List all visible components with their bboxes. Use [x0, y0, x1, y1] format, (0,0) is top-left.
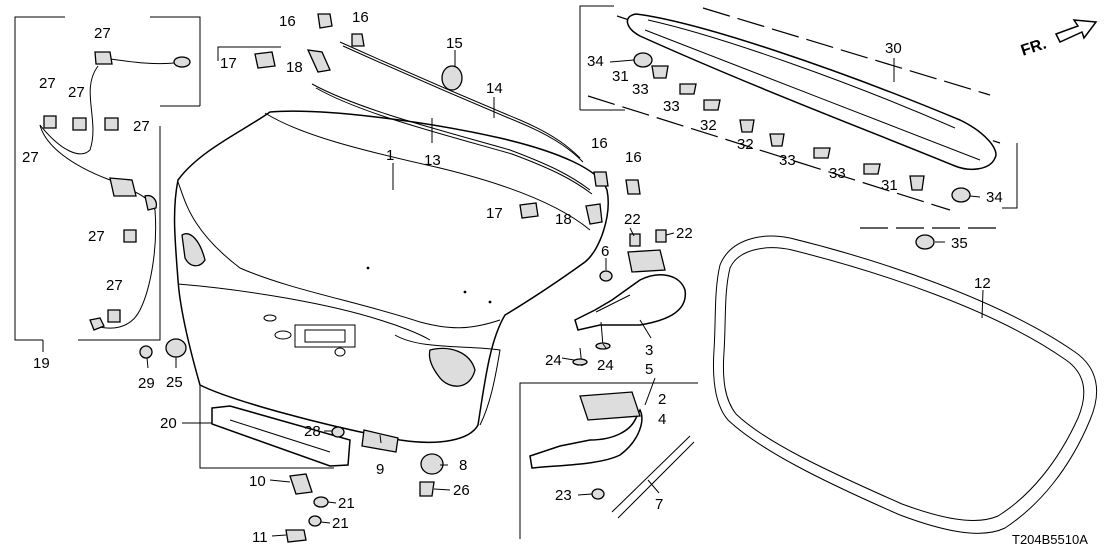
- callout-33-c: 33: [779, 152, 796, 169]
- callout-23: 23: [555, 487, 572, 504]
- callout-28: 28: [304, 423, 321, 440]
- callout-27-a: 27: [94, 25, 111, 42]
- weatherstrip: [712, 235, 1098, 534]
- callout-14: 14: [486, 80, 503, 97]
- callout-5: 5: [645, 361, 653, 378]
- callout-31-a: 31: [612, 68, 629, 85]
- callout-7: 7: [655, 496, 663, 513]
- callout-2: 2: [658, 391, 666, 408]
- lower-hinge: [529, 391, 695, 519]
- callout-22-b: 22: [676, 225, 693, 242]
- fr-label: FR.: [1019, 36, 1049, 60]
- callout-31-b: 31: [881, 177, 898, 194]
- callout-10: 10: [249, 473, 266, 490]
- callout-16-c: 16: [591, 135, 608, 152]
- callout-1: 1: [386, 147, 394, 164]
- spoiler-group-bracket: [579, 5, 1018, 209]
- callout-22-a: 22: [624, 211, 641, 228]
- callout-27-g: 27: [106, 277, 123, 294]
- callout-21-a: 21: [338, 495, 355, 512]
- callout-33-b: 33: [663, 98, 680, 115]
- lower-parts: [139, 338, 444, 543]
- callout-34-a: 34: [587, 53, 604, 70]
- callout-32-b: 32: [737, 136, 754, 153]
- callout-27-b: 27: [39, 75, 56, 92]
- callout-8: 8: [459, 457, 467, 474]
- spoiler-clips: [633, 52, 971, 250]
- front-direction-arrow: FR.: [1019, 19, 1098, 60]
- trunk-lid: [173, 110, 609, 443]
- callout-17-b: 17: [486, 205, 503, 222]
- callout-6: 6: [601, 243, 609, 260]
- callout-25: 25: [166, 374, 183, 391]
- callouts: 1 2 3 4 5 6 7 8 9 10 11 12 13 14 15 16 1…: [22, 9, 1003, 546]
- callout-24-a: 24: [545, 352, 562, 369]
- upper-hinge: [572, 229, 686, 367]
- callout-18-b: 18: [555, 211, 572, 228]
- callout-35: 35: [951, 235, 968, 252]
- diagram-code: T204B5510A: [1012, 532, 1088, 547]
- callout-32-a: 32: [700, 117, 717, 134]
- callout-13: 13: [424, 152, 441, 169]
- callout-17-a: 17: [220, 55, 237, 72]
- callout-15: 15: [446, 35, 463, 52]
- hinge-group-bracket: [519, 382, 698, 539]
- callout-11: 11: [252, 529, 268, 546]
- callout-19: 19: [33, 355, 50, 372]
- callout-9: 9: [376, 461, 384, 478]
- callout-33-d: 33: [829, 165, 846, 182]
- rear-spoiler: [626, 13, 997, 171]
- callout-21-b: 21: [332, 515, 349, 532]
- callout-24-b: 24: [597, 357, 614, 374]
- leader-lines: [146, 50, 984, 537]
- trunk-opener-cables: [311, 41, 593, 195]
- callout-16-d: 16: [625, 149, 642, 166]
- callout-27-d: 27: [133, 118, 150, 135]
- callout-29: 29: [138, 375, 155, 392]
- callout-16-a: 16: [279, 13, 296, 30]
- callout-27-f: 27: [88, 228, 105, 245]
- callout-26: 26: [453, 482, 470, 499]
- callout-4: 4: [658, 411, 666, 428]
- callout-30: 30: [885, 40, 902, 57]
- callout-34-b: 34: [986, 189, 1003, 206]
- small-parts-top: [254, 13, 641, 225]
- harness-group-bracket: [14, 16, 201, 352]
- callout-3: 3: [645, 342, 653, 359]
- callout-16-b: 16: [352, 9, 369, 26]
- callout-27-e: 27: [22, 149, 39, 166]
- callout-20: 20: [160, 415, 177, 432]
- callout-18-a: 18: [286, 59, 303, 76]
- wire-harness: [39, 51, 191, 331]
- callout-33-a: 33: [632, 81, 649, 98]
- callout-12: 12: [974, 275, 991, 292]
- callout-27-c: 27: [68, 84, 85, 101]
